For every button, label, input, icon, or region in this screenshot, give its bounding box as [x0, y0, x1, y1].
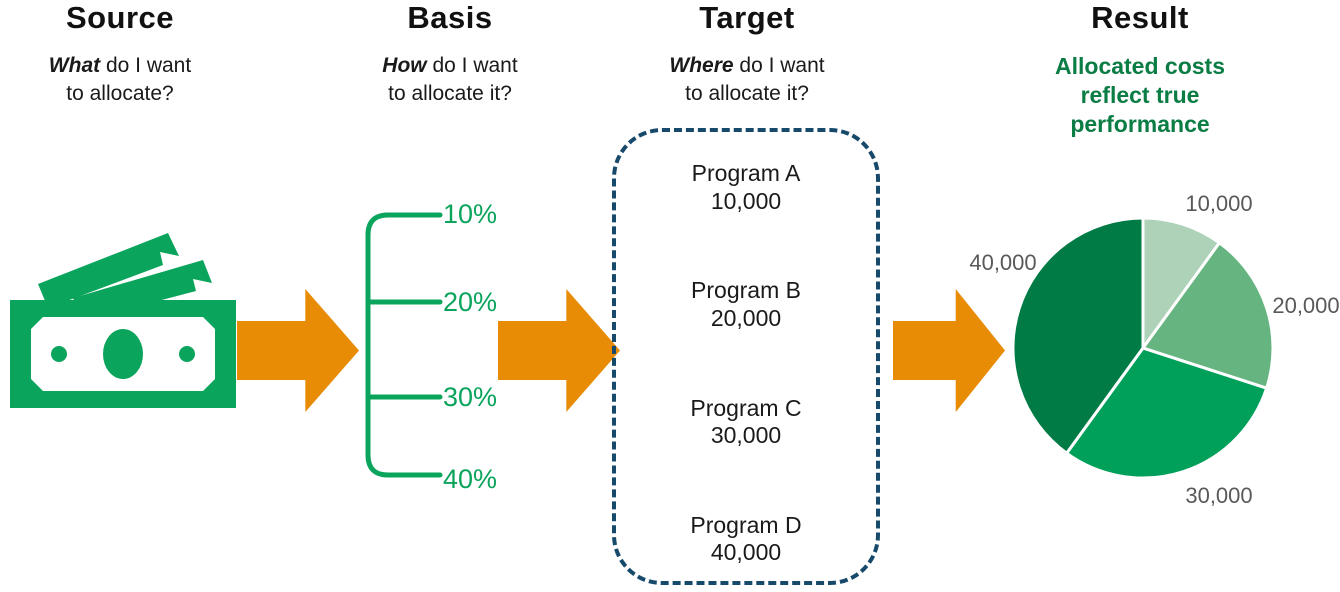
target-title: Target	[699, 0, 795, 35]
allocation-pie-chart	[1011, 216, 1275, 480]
pie-label: 20,000	[1272, 293, 1340, 318]
pie-label: 40,000	[969, 250, 1037, 275]
pie-label: 30,000	[1185, 483, 1253, 508]
result-subtitle: Allocated costs reflect true performance	[1055, 53, 1225, 137]
basis-title: Basis	[407, 0, 493, 35]
basis-column: Basis How do I want to allocate it?	[330, 0, 570, 109]
pie-slice-20000	[1141, 241, 1275, 390]
result-column: Result Allocated costs reflect true perf…	[1030, 0, 1250, 138]
flow-arrow-target-to-result	[893, 289, 1005, 412]
program-item: Program A 10,000	[691, 160, 801, 214]
pie-slice-40000	[1011, 216, 1145, 455]
program-item: Program D 40,000	[690, 511, 802, 566]
pie-label: 10,000	[1185, 191, 1253, 216]
program-item: Program B 20,000	[691, 277, 801, 331]
flow-arrow-basis-to-target	[498, 289, 620, 412]
percentage-label: 10%	[443, 199, 498, 229]
percentage-label: 40%	[443, 464, 498, 494]
source-title: Source	[65, 0, 175, 35]
result-title: Result	[1091, 0, 1189, 35]
program-item: Program C 30,000	[690, 394, 802, 449]
pie-slice-10000	[1141, 216, 1221, 350]
flow-arrow-source-to-basis	[237, 289, 359, 412]
target-question: Where do I want to allocate it?	[669, 54, 825, 106]
source-question: What do I want to allocate?	[48, 54, 192, 106]
target-programs-box: Program A 10,000 Program B 20,000 Progra…	[612, 128, 880, 585]
target-column: Target Where do I want to allocate it?	[627, 0, 867, 109]
percentage-label: 20%	[443, 287, 498, 317]
basis-question: How do I want to allocate it?	[382, 54, 518, 106]
source-column: Source What do I want to allocate?	[0, 0, 240, 109]
percentage-label: 30%	[443, 382, 498, 412]
allocation-bracket	[365, 212, 443, 478]
pie-slice-30000	[1065, 346, 1269, 480]
cash-icon	[10, 233, 236, 408]
